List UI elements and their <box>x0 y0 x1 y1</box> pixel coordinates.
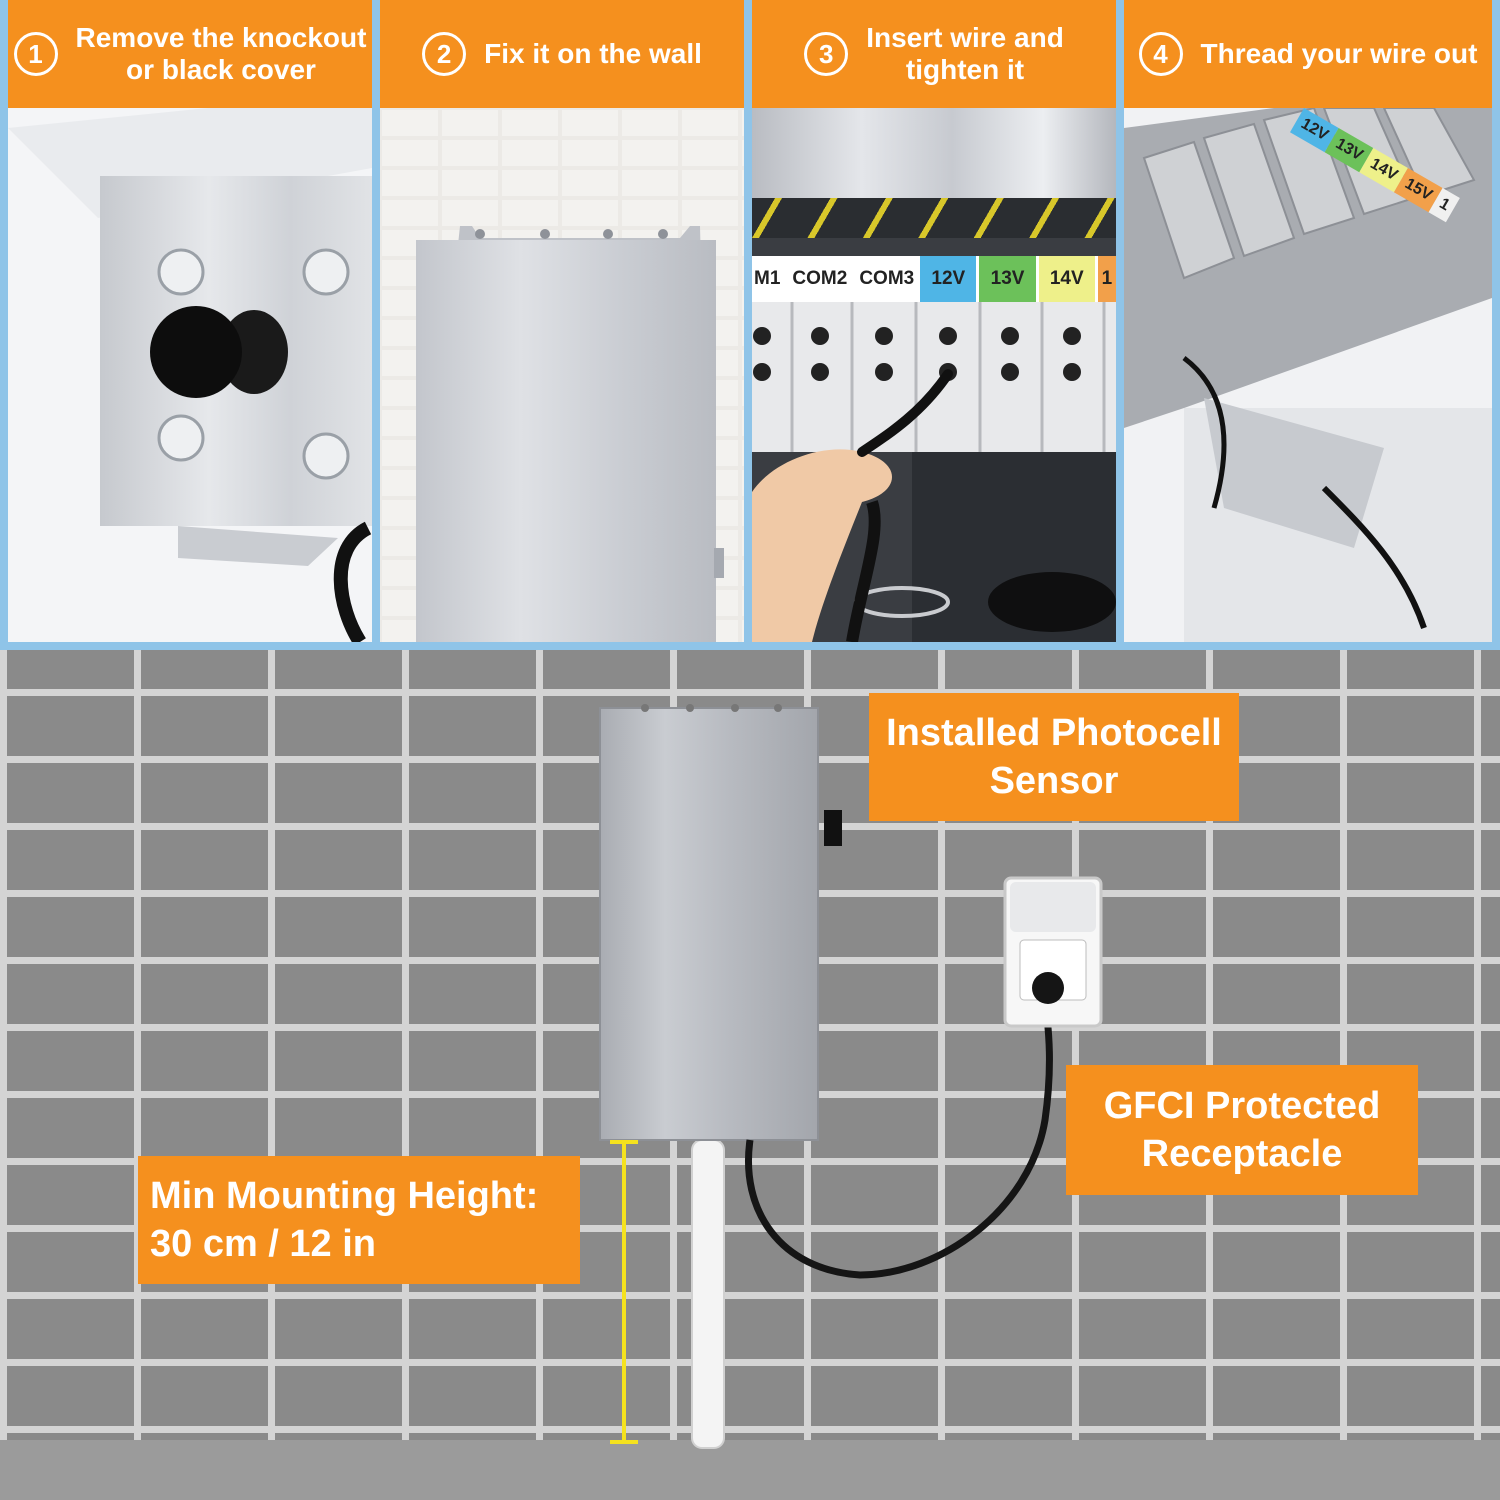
photocell-callout: Installed Photocell Sensor <box>869 693 1239 821</box>
terminal-label-13v: 13V <box>979 256 1036 302</box>
box-lid <box>752 108 1116 198</box>
gfci-callout: GFCI Protected Receptacle <box>1066 1065 1418 1195</box>
step-4-panel: 4 Thread your wire out 12V 13V 14V 15V <box>1124 0 1492 642</box>
junction-box-side-illustration <box>8 108 372 642</box>
step-3-text: Insert wire and tighten it <box>866 22 1064 85</box>
height-callout: Min Mounting Height: 30 cm / 12 in <box>138 1156 580 1284</box>
terminal-label-com2: COM2 <box>792 268 848 289</box>
power-cord <box>745 994 1053 1279</box>
terminal-label-strip: M1 COM2 COM3 12V 13V 14V 1 <box>752 256 1116 302</box>
wall-mount-photo <box>380 108 744 642</box>
step-2-text: Fix it on the wall <box>484 38 702 69</box>
step-2-number: 2 <box>422 32 467 76</box>
step-2-header: 2 Fix it on the wall <box>380 0 744 108</box>
terminal-label-partial: 1 <box>1097 256 1116 302</box>
step-3-number: 3 <box>804 32 849 76</box>
step-1-header: 1 Remove the knockout or black cover <box>8 0 372 108</box>
terminal-block-illustration <box>752 302 1116 642</box>
step-3-header: 3 Insert wire and tighten it <box>752 0 1116 108</box>
installation-scene <box>599 704 1103 1449</box>
ground <box>0 1440 1500 1500</box>
step-2-panel: 2 Fix it on the wall <box>380 0 744 642</box>
terminal-label-m1: M1 <box>754 268 781 289</box>
terminal-photo: M1 COM2 COM3 12V 13V 14V 1 <box>752 108 1116 642</box>
step-4-header: 4 Thread your wire out <box>1124 0 1492 108</box>
terminal-label-12v: 12V <box>920 256 977 302</box>
step-4-text: Thread your wire out <box>1200 38 1478 69</box>
wire-bundle <box>752 198 1116 238</box>
box-on-wall-illustration <box>380 108 744 642</box>
photocell-sensor <box>824 810 842 846</box>
step-3-panel: 3 Insert wire and tighten it M1 COM2 COM… <box>752 0 1116 642</box>
step-4-number: 4 <box>1138 32 1183 76</box>
knockout-photo <box>8 108 372 642</box>
step-1-panel: 1 Remove the knockout or black cover <box>8 0 372 642</box>
transformer-box <box>599 707 819 1141</box>
terminal-label-com3: COM3 <box>859 268 915 289</box>
step-1-number: 1 <box>13 32 58 76</box>
mounting-post <box>691 1139 725 1449</box>
terminal-label-14v: 14V <box>1038 256 1095 302</box>
step-1-text: Remove the knockout or black cover <box>75 22 367 85</box>
wire-exit-photo: 12V 13V 14V 15V 1 <box>1124 106 1492 642</box>
